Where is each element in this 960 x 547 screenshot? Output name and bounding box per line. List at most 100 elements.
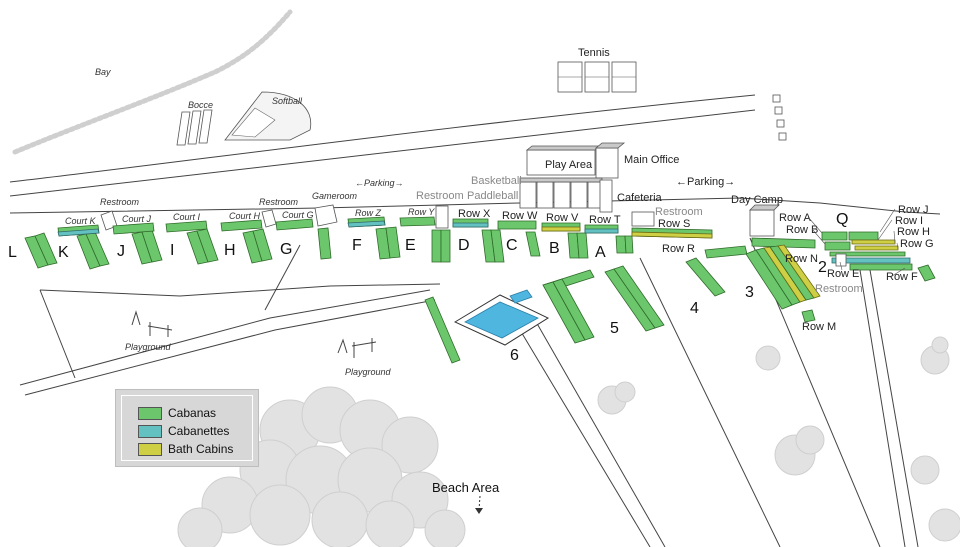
row-letter-k: K: [58, 244, 69, 261]
softball-label: Softball: [272, 96, 303, 106]
parking-label-left: ←Parking→: [355, 178, 404, 188]
restroom-building-3: [435, 205, 449, 229]
row-letter-e: E: [405, 237, 416, 254]
cafeteria-building: [599, 179, 613, 213]
q-label: Q: [836, 211, 848, 228]
legend-item-bath-cabins: Bath Cabins: [138, 442, 233, 456]
bocce-courts: [176, 109, 213, 146]
row-labels-top: Row Z Row Y Row X Row W Row V Row T: [355, 207, 621, 226]
tennis-courts: [557, 61, 637, 93]
cabana-block-6: [424, 296, 461, 364]
cabana-blocks-vertical: [24, 226, 634, 270]
area-5-label: 5: [610, 320, 619, 337]
row-letter-b: B: [549, 240, 560, 257]
cabana-blocks-horizontal: [57, 216, 713, 239]
area-number-labels: 2 3 4 5 6: [510, 259, 827, 364]
bay-shoreline: [12, 9, 293, 155]
row-letter-l: L: [8, 244, 17, 261]
row-y-label: Row Y: [408, 207, 435, 217]
area-3-label: 3: [745, 284, 754, 301]
cafeteria-label: Cafeteria: [617, 192, 663, 204]
row-r-label: Row R: [662, 243, 695, 255]
legend-swatch-cabanas: [138, 406, 162, 420]
playground-label-1: Playground: [125, 342, 172, 352]
leader-lines: [807, 208, 906, 277]
row-letter-g: G: [280, 241, 292, 258]
bay-label: Bay: [95, 67, 111, 77]
row-s-label: Row S: [658, 218, 690, 230]
row-e-label: Row E: [827, 268, 859, 280]
main-office-building: [594, 142, 626, 179]
day-camp-label: Day Camp: [731, 194, 783, 206]
row-t-label: Row T: [589, 214, 621, 226]
paddleball-courts: [519, 177, 603, 209]
cabana-blocks-far-east: [821, 231, 936, 282]
row-m-label: Row M: [802, 321, 836, 333]
parking-label-right: ←Parking→: [676, 176, 735, 188]
area-6-label: 6: [510, 347, 519, 364]
row-letter-a: A: [595, 244, 606, 261]
cabana-block-5: [542, 265, 665, 344]
gameroom-building: [314, 204, 338, 227]
court-h-label: Court H: [229, 211, 261, 221]
restroom-label-1: Restroom: [100, 197, 140, 207]
row-letter-d: D: [458, 237, 470, 254]
row-h-label: Row H: [897, 226, 930, 238]
restroom-label-4: Restroom: [655, 206, 703, 218]
legend-item-cabanas: Cabanas: [138, 406, 216, 420]
legend-label-cabanettes: Cabanettes: [168, 424, 230, 438]
row-letter-f: F: [352, 237, 362, 254]
legend-label-bath-cabins: Bath Cabins: [168, 442, 234, 456]
row-letter-i: I: [170, 242, 174, 259]
court-j-label: Court J: [122, 214, 152, 224]
day-camp-building: [749, 204, 780, 237]
restroom-building-4: [631, 211, 655, 227]
legend-item-cabanettes: Cabanettes: [138, 424, 229, 438]
court-i-label: Court I: [173, 212, 201, 222]
row-v-label: Row V: [546, 212, 579, 224]
row-letter-j: J: [117, 243, 125, 260]
row-x-label: Row X: [458, 208, 491, 220]
row-letter-h: H: [224, 242, 236, 259]
cabana-blocks-east: [685, 237, 821, 323]
bocce-label: Bocce: [188, 100, 213, 110]
swimming-pool: [453, 289, 550, 346]
row-f-label: Row F: [886, 271, 918, 283]
area-2-label: 2: [818, 259, 827, 276]
tennis-label: Tennis: [578, 47, 610, 59]
restroom-building-2: [261, 209, 277, 228]
row-b-label: Row B: [786, 224, 818, 236]
main-office-label: Main Office: [624, 154, 679, 166]
court-labels: Court K Court J Court I Court H Court G: [65, 210, 314, 226]
restroom-label-2: Restroom: [259, 197, 299, 207]
trees-east: [597, 336, 960, 542]
legend-swatch-bath-cabins: [138, 442, 162, 456]
map-legend: Cabanas Cabanettes Bath Cabins: [115, 389, 259, 467]
softball-field: [224, 91, 312, 141]
playground-icon-2: [337, 338, 377, 358]
row-i-label: Row I: [895, 215, 923, 227]
legend-swatch-cabanettes: [138, 424, 162, 438]
playground-icon-1: [131, 310, 173, 337]
row-w-label: Row W: [502, 210, 538, 222]
play-area-building: [525, 145, 602, 176]
restroom-label-3: Restroom: [416, 190, 464, 202]
row-n-label: Row N: [785, 253, 818, 265]
row-j-label: Row J: [898, 204, 929, 216]
row-letter-labels: L K J I H G F E D C B A: [8, 237, 606, 261]
row-z-label: Row Z: [355, 208, 382, 218]
row-letter-c: C: [506, 237, 518, 254]
storage-sheds: [772, 94, 787, 141]
court-k-label: Court K: [65, 216, 97, 226]
row-g-label: Row G: [900, 238, 934, 250]
paddleball-label: Paddleball: [467, 190, 518, 202]
court-g-label: Court G: [282, 210, 314, 220]
beach-area-label: Beach Area: [432, 480, 500, 495]
gameroom-label: Gameroom: [312, 191, 358, 201]
arrow-down-icon: [475, 495, 483, 514]
play-area-label: Play Area: [545, 159, 593, 171]
legend-inner: Cabanas Cabanettes Bath Cabins: [121, 395, 253, 461]
restroom-label-5: Restroom: [815, 283, 863, 295]
row-a-label: Row A: [779, 212, 811, 224]
